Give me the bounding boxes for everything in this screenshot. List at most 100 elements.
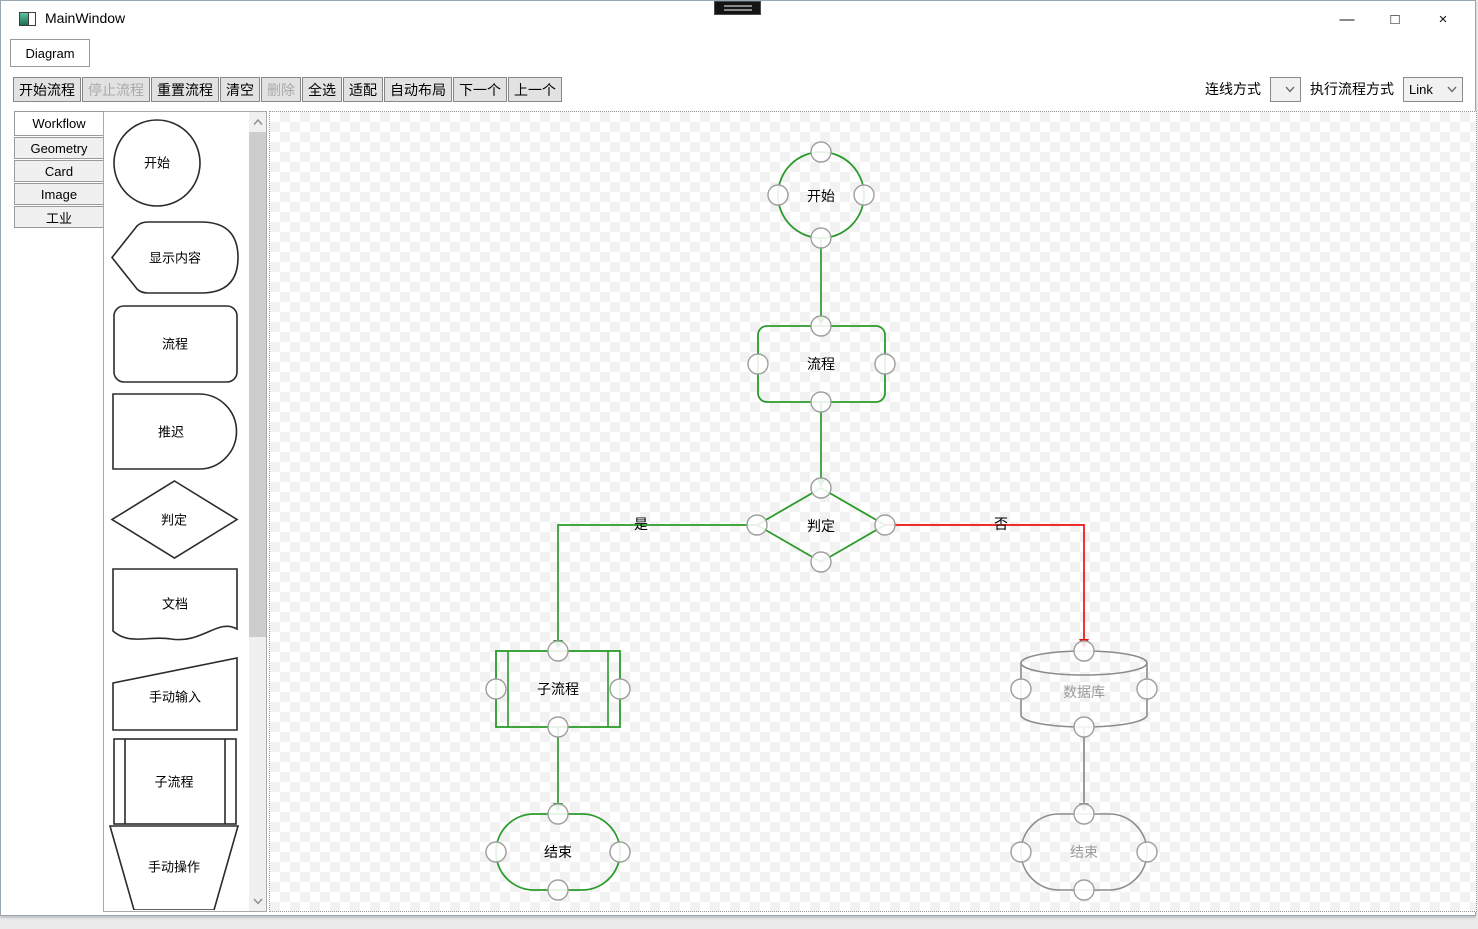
palette-shape-delay[interactable]: 推迟 [112,393,238,470]
fit-button[interactable]: 适配 [343,76,383,102]
edge-start-process[interactable] [816,238,826,325]
palette-shape-display[interactable]: 显示内容 [110,221,239,294]
connection-handle[interactable] [746,514,768,536]
connection-handle[interactable] [1010,841,1032,863]
system-drag-handle [714,1,761,15]
palette-shape-manual-operation[interactable]: 手动操作 [108,825,240,910]
connection-handle[interactable] [1010,678,1032,700]
connection-handle[interactable] [547,716,569,738]
palette-shape-decision[interactable]: 判定 [110,480,239,559]
palette-tab-workflow[interactable]: Workflow [14,111,104,136]
palette-shape-start[interactable]: 开始 [113,119,201,207]
reset-flow-button[interactable]: 重置流程 [151,76,219,102]
connection-handle[interactable] [810,477,832,499]
connection-handle[interactable] [810,315,832,337]
clear-button[interactable]: 清空 [220,76,260,102]
auto-layout-button[interactable]: 自动布局 [384,76,452,102]
svg-text:手动输入: 手动输入 [149,690,201,705]
connection-handle[interactable] [853,184,875,206]
exec-mode-value: Link [1409,81,1433,97]
edge-label-no: 否 [994,516,1008,532]
svg-text:开始: 开始 [807,188,835,204]
node-end-right[interactable]: 结束 [1020,813,1148,891]
palette-scrollbar[interactable] [249,112,266,911]
connection-handle[interactable] [810,227,832,249]
connection-handle[interactable] [767,184,789,206]
connection-handle[interactable] [1136,678,1158,700]
connection-handle[interactable] [810,551,832,573]
palette-tab-industry[interactable]: 工业 [14,206,104,228]
scroll-up-button[interactable] [249,112,266,132]
diagram-canvas[interactable]: 是 否 开始 流程 [269,111,1477,912]
svg-text:子流程: 子流程 [537,681,579,697]
connection-handle[interactable] [874,353,896,375]
connection-handle[interactable] [485,678,507,700]
connection-handle[interactable] [547,879,569,901]
shape-palette: 开始 显示内容 流程 推迟 判定 [103,111,267,912]
palette-tab-card[interactable]: Card [14,160,104,182]
svg-text:显示内容: 显示内容 [149,251,201,266]
link-style-select[interactable] [1270,76,1301,102]
palette-tab-geometry[interactable]: Geometry [14,137,104,159]
svg-text:判定: 判定 [807,518,835,534]
connection-handle[interactable] [1073,879,1095,901]
connection-handle[interactable] [1073,640,1095,662]
palette-shape-subprocess[interactable]: 子流程 [113,738,237,825]
svg-text:结束: 结束 [1070,844,1098,860]
close-button[interactable]: × [1438,10,1448,28]
node-end-left[interactable]: 结束 [495,813,621,891]
exec-mode-select[interactable]: Link [1403,76,1463,102]
connection-handle[interactable] [485,841,507,863]
svg-text:流程: 流程 [807,356,835,372]
svg-text:判定: 判定 [161,513,187,528]
delete-button: 删除 [261,76,301,102]
edge-label-yes: 是 [634,516,648,532]
palette-shape-document[interactable]: 文档 [112,568,238,641]
edge-database-end[interactable] [1079,727,1089,812]
connection-handle[interactable] [810,391,832,413]
connection-handle[interactable] [609,678,631,700]
palette-shape-manual-input[interactable]: 手动输入 [112,657,238,731]
connection-handle[interactable] [547,803,569,825]
svg-text:文档: 文档 [162,597,188,612]
chevron-down-icon [1447,86,1457,93]
edge-process-decision[interactable] [816,402,826,487]
toolbar: 开始流程 停止流程 重置流程 清空 删除 全选 适配 自动布局 下一个 上一个 … [1,67,1475,111]
scroll-down-button[interactable] [249,891,266,911]
node-start[interactable]: 开始 [777,151,865,239]
scrollbar-thumb[interactable] [249,132,266,637]
connection-handle[interactable] [609,841,631,863]
stop-flow-button: 停止流程 [82,76,150,102]
connection-handle[interactable] [1073,716,1095,738]
chevron-down-icon [252,898,263,905]
minimize-button[interactable]: — [1339,10,1355,28]
palette-tab-image[interactable]: Image [14,183,104,205]
select-all-button[interactable]: 全选 [302,76,342,102]
chevron-up-icon [252,118,263,125]
node-database[interactable]: 数据库 [1020,650,1148,728]
svg-text:子流程: 子流程 [154,775,193,790]
next-button[interactable]: 下一个 [453,76,507,102]
connection-handle[interactable] [747,353,769,375]
tab-diagram[interactable]: Diagram [10,39,90,67]
connection-handle[interactable] [874,514,896,536]
window-title: MainWindow [45,10,126,26]
connection-handle[interactable] [1073,803,1095,825]
node-subprocess[interactable]: 子流程 [495,650,621,728]
start-flow-button[interactable]: 开始流程 [13,76,81,102]
edge-subprocess-end[interactable] [553,727,563,812]
svg-text:结束: 结束 [544,844,572,860]
node-decision[interactable]: 判定 [755,486,887,564]
maximize-button[interactable]: □ [1390,10,1400,28]
edge-decision-database[interactable]: 否 [885,516,1089,648]
node-process[interactable]: 流程 [757,325,886,403]
palette-tabs: Workflow Geometry Card Image 工业 [14,111,104,229]
palette-shape-process[interactable]: 流程 [113,305,238,383]
connection-handle[interactable] [547,640,569,662]
connection-handle[interactable] [1136,841,1158,863]
chevron-down-icon [1285,86,1295,93]
previous-button[interactable]: 上一个 [508,76,562,102]
connection-handle[interactable] [810,141,832,163]
edge-decision-subprocess[interactable]: 是 [553,516,757,649]
